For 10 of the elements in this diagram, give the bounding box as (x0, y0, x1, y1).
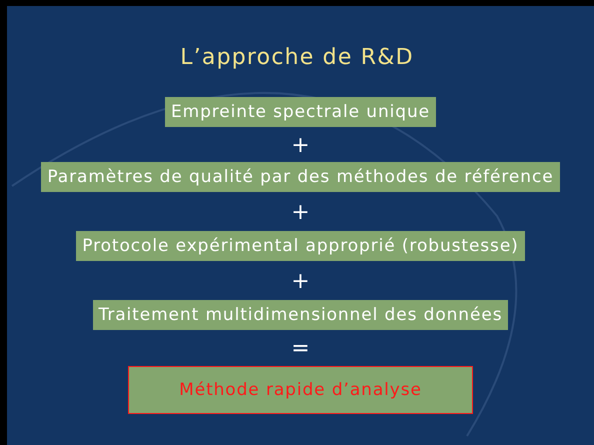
operator-sign: + (291, 271, 310, 293)
term-box: Protocole expérimental approprié (robustesse) (76, 231, 525, 261)
term-box: Traitement multidimensionnel des données (92, 300, 508, 330)
operator-sign: + (291, 135, 310, 157)
operator-sign: = (291, 338, 310, 360)
slide-title: L’approche de R&D (180, 45, 414, 70)
term-box: Paramètres de qualité par des méthodes de référence (41, 162, 560, 192)
result-box: Méthode rapide d’analyse (128, 366, 473, 414)
term-box: Empreinte spectrale unique (164, 97, 436, 127)
operator-sign: + (291, 202, 310, 224)
